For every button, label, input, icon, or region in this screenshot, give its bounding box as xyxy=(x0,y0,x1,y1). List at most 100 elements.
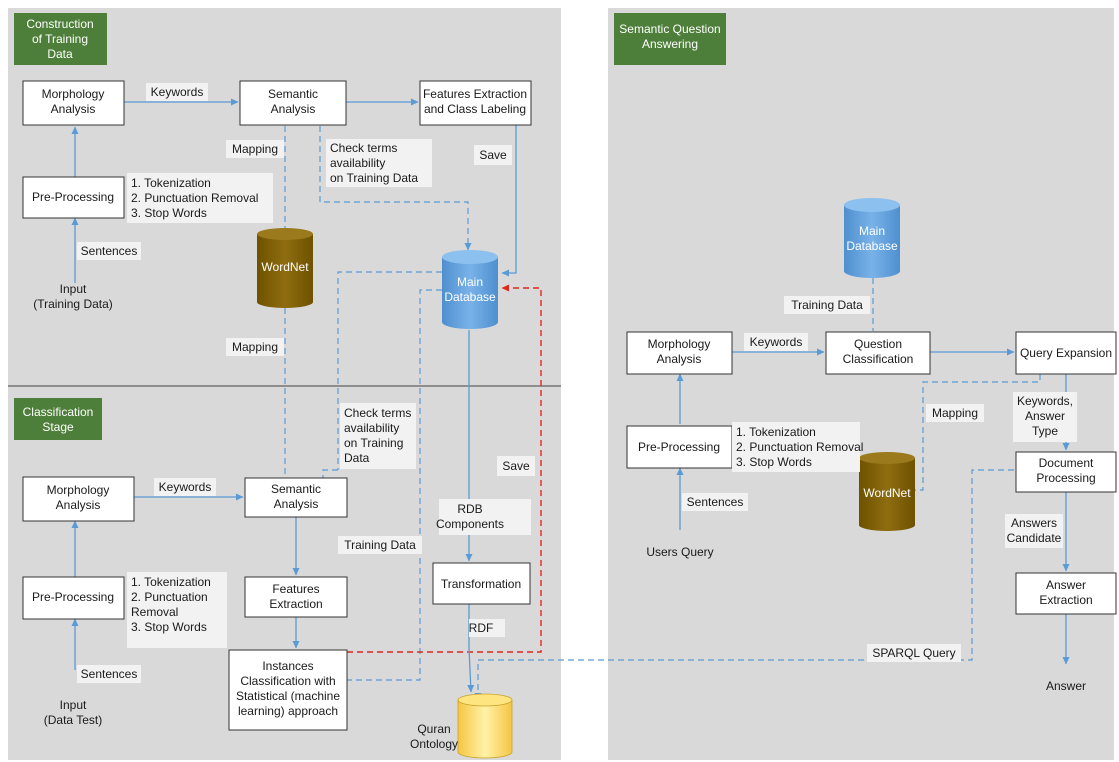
edge-label-keywords-3-text: Keywords xyxy=(750,335,803,349)
edge-label-rdf: RDF xyxy=(469,619,505,637)
box-transformation-label: Transformation xyxy=(441,577,521,591)
wordnet-right-label: WordNet xyxy=(863,486,911,500)
edge-label-training-data-qa-text: Training Data xyxy=(791,298,863,312)
input-data-test: Input(Data Test) xyxy=(44,698,102,727)
box-preprocessing-qa: Pre-Processing xyxy=(626,425,733,469)
edge-label-training-data-mid-text: Training Data xyxy=(344,538,416,552)
right-panel xyxy=(608,8,1114,760)
wordnet-left-cylinder: WordNet xyxy=(257,228,313,308)
box-preprocessing-training: Pre-Processing xyxy=(22,176,125,219)
edge-label-sentences-1: Sentences xyxy=(77,242,141,260)
wordnet-right-cylinder: WordNet xyxy=(859,452,915,531)
users-query-label: Users Query xyxy=(646,545,713,559)
edge-label-save-1: Save xyxy=(474,145,512,165)
box-preprocessing-training-label: Pre-Processing xyxy=(32,190,114,204)
edge-label-mapping-2: Mapping xyxy=(226,338,284,356)
edge-label-save-2-text: Save xyxy=(502,459,530,473)
edge-label-sparql-text: SPARQL Query xyxy=(872,646,955,660)
box-query-expansion: Query Expansion xyxy=(1015,331,1117,375)
edge-label-sentences-3: Sentences xyxy=(682,493,748,511)
box-query-expansion-label: Query Expansion xyxy=(1020,346,1112,360)
edge-label-sentences-2-text: Sentences xyxy=(81,667,138,681)
edge-label-keywords-1: Keywords xyxy=(146,83,208,101)
edge-label-save-1-text: Save xyxy=(479,148,507,162)
edge-label-keywords-2-text: Keywords xyxy=(159,480,212,494)
answer-output-label: Answer xyxy=(1046,679,1086,693)
edge-label-rdf-text: RDF xyxy=(469,621,494,635)
edge-label-mapping-3-text: Mapping xyxy=(932,406,978,420)
input-training-data: Input(Training Data) xyxy=(33,282,113,311)
edge-label-mapping-1: Mapping xyxy=(226,140,284,158)
edge-label-sentences-3-text: Sentences xyxy=(687,495,744,509)
edge-label-mapping-3: Mapping xyxy=(926,404,984,422)
edge-label-mapping-1-text: Mapping xyxy=(232,142,278,156)
box-preprocessing-test: Pre-Processing xyxy=(22,576,125,620)
wordnet-left-label: WordNet xyxy=(261,260,309,274)
edge-label-sentences-2: Sentences xyxy=(77,665,141,683)
edge-label-training-data-mid: Training Data xyxy=(338,536,422,554)
box-preprocessing-qa-label: Pre-Processing xyxy=(638,440,720,454)
edge-label-mapping-2-text: Mapping xyxy=(232,340,278,354)
box-transformation: Transformation xyxy=(432,562,531,605)
edge-label-keywords-2: Keywords xyxy=(154,478,216,496)
box-preprocessing-test-label: Pre-Processing xyxy=(32,590,114,604)
edge-label-sparql: SPARQL Query xyxy=(867,644,961,662)
edge-label-training-data-qa: Training Data xyxy=(784,296,870,314)
edge-label-keywords-1-text: Keywords xyxy=(151,85,204,99)
edge-label-sentences-1-text: Sentences xyxy=(81,244,138,258)
connectors xyxy=(71,98,1070,701)
edge-label-save-2: Save xyxy=(497,456,535,476)
